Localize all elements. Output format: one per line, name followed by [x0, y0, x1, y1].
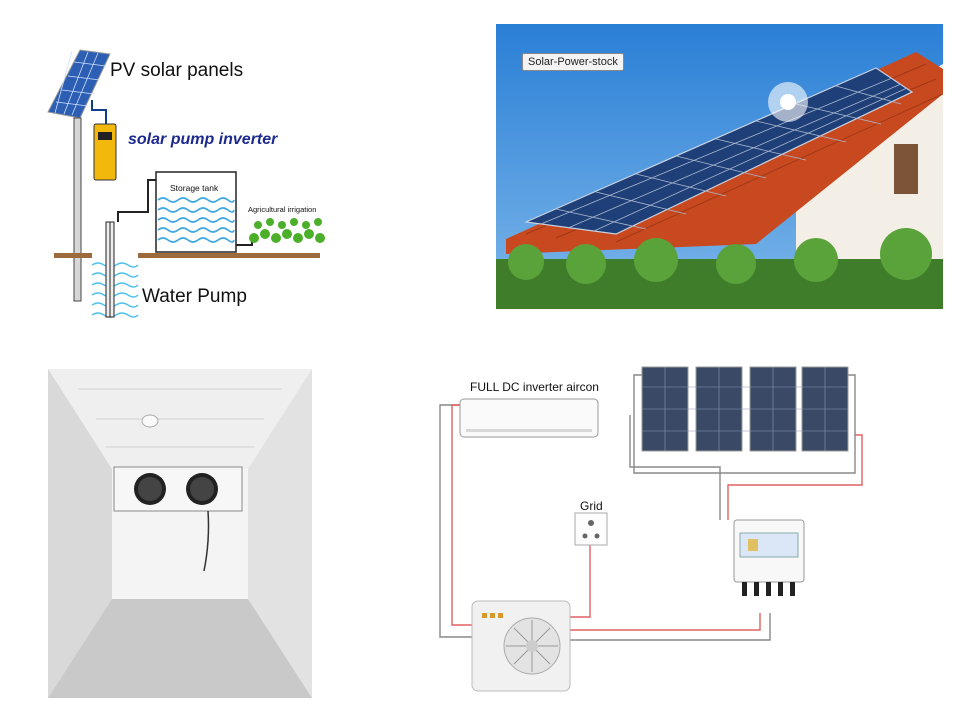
inverter-label: solar pump inverter — [128, 131, 278, 148]
aircon-indoor-unit-icon — [459, 398, 599, 438]
aircon-outdoor-unit-icon — [471, 600, 571, 692]
grid-label: Grid — [580, 499, 603, 513]
plants-icon — [249, 218, 325, 243]
solar-pump-diagram: PV solar panels solar pump inverter Stor… — [40, 40, 340, 340]
solar-array-icon — [523, 67, 914, 235]
aircon-label: FULL DC inverter aircon — [470, 380, 599, 394]
grid-outlet-icon — [574, 512, 608, 546]
cold-room-photo — [48, 369, 312, 698]
solar-panels-icon — [641, 366, 849, 452]
tank-label: Storage tank — [170, 183, 219, 193]
inverter-icon — [93, 123, 117, 181]
storage-tank-icon — [155, 171, 253, 253]
pv-label: PV solar panels — [110, 60, 243, 81]
rooftop-solar-photo: Solar-Power-stock — [496, 24, 943, 309]
aircon-system-diagram: FULL DC inverter aircon Grid — [430, 355, 880, 700]
pump-label: Water Pump — [142, 286, 247, 307]
irrigation-label: Agricultural irrigation — [248, 205, 316, 214]
photo-tag: Solar-Power-stock — [522, 53, 624, 71]
water-pump-icon — [91, 179, 158, 330]
solar-panel-icon — [47, 49, 111, 119]
combiner-box-icon — [733, 519, 805, 596]
evaporator-unit-icon — [113, 466, 243, 512]
